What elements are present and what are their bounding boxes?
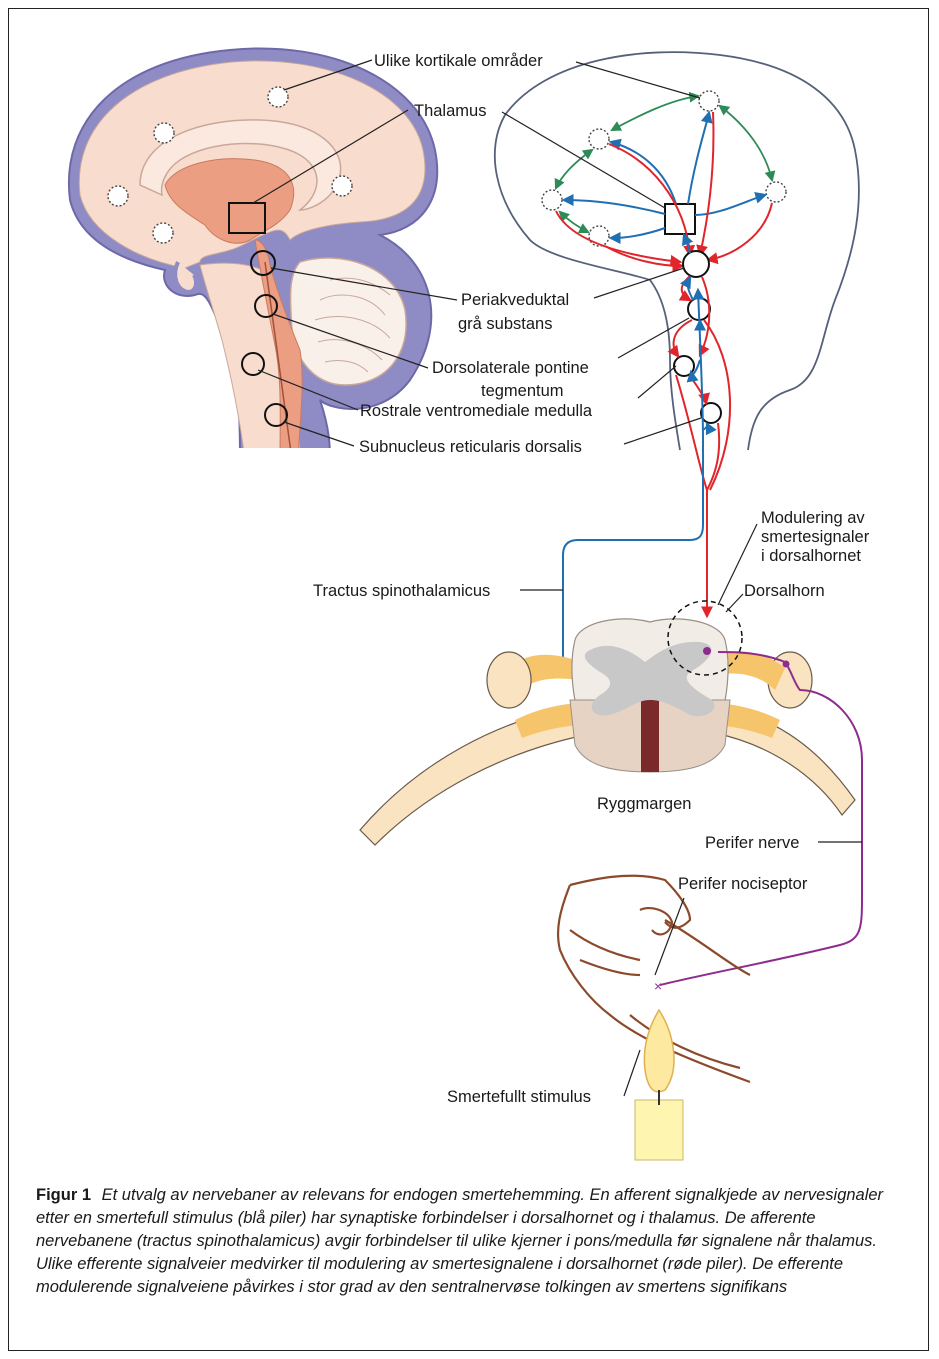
label-thalamus: Thalamus: [414, 102, 486, 120]
efferent-brainstem-descending: [674, 276, 730, 616]
label-spinal-cord: Ryggmargen: [597, 795, 691, 813]
dorsal-root-ganglion-left: [487, 652, 531, 708]
label-peripheral-nerve: Perifer nerve: [705, 834, 799, 852]
label-periaqueductal-1: Periakveduktal: [461, 291, 569, 309]
figure-caption: Figur 1 Et utvalg av nervebaner av relev…: [36, 1184, 906, 1299]
label-modulation-3: i dorsalhornet: [761, 547, 861, 565]
nociceptor-marker: ×: [654, 978, 662, 994]
sagittal-brain: [69, 48, 437, 460]
label-painful-stimulus: Smertefullt stimulus: [447, 1088, 591, 1106]
label-dorsal-horn: Dorsalhorn: [744, 582, 825, 600]
anterior-median-fissure: [641, 700, 659, 772]
label-periaqueductal-2: grå substans: [458, 315, 552, 333]
flame: [644, 1010, 674, 1092]
label-dorsolateral-2: tegmentum: [481, 382, 564, 400]
thalamus-marker-right: [665, 204, 695, 234]
label-modulation-1: Modulering av: [761, 509, 865, 527]
label-rostral-ventromedial: Rostrale ventromediale medulla: [360, 402, 593, 420]
label-spinothalamic: Tractus spinothalamicus: [313, 582, 490, 600]
dorsal-root-right: [720, 651, 785, 690]
label-modulation-2: smertesignaler: [761, 528, 870, 546]
label-peripheral-nociceptor: Perifer nociseptor: [678, 875, 808, 893]
dorsal-horn-synapse: [703, 647, 711, 655]
pain-pathway-diagram: × Ulike kortikale områder Thalam: [0, 0, 939, 1170]
label-subnucleus: Subnucleus reticularis dorsalis: [359, 438, 582, 456]
figure-number: Figur 1: [36, 1186, 91, 1204]
candle: [635, 1010, 683, 1160]
label-dorsolateral-1: Dorsolaterale pontine: [432, 359, 589, 377]
label-cortical-areas: Ulike kortikale områder: [374, 52, 543, 70]
ganglion-cell: [783, 661, 790, 668]
caption-text: Et utvalg av nervebaner av relevans for …: [36, 1186, 883, 1296]
efferent-cortical-descending: [556, 112, 772, 266]
